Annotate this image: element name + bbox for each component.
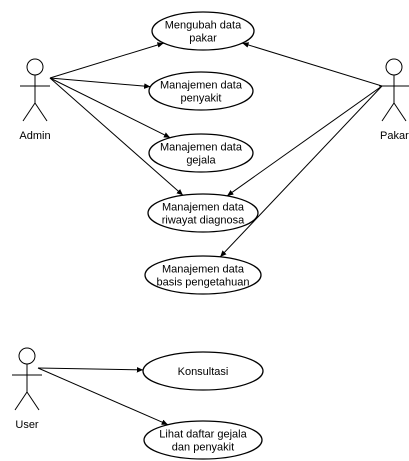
actor-admin-figure [20,58,50,122]
use-case-ellipse [142,351,264,391]
use-case-label: Manajemen data [162,264,245,276]
use-case-konsultasi[interactable]: Konsultasi [142,351,264,391]
actor-pakar[interactable]: Pakar [379,58,409,142]
actor-user-label: User [15,419,39,431]
use-case-label: Lihat daftar gejala [159,429,247,441]
association-admin-to-mengubah-data-pakar [49,42,164,79]
use-case-label: Mengubah data [165,20,242,32]
use-case-ellipse [143,420,263,460]
use-case-label: dan penyakit [172,442,234,454]
actor-user-figure [12,347,42,411]
actor-admin-label: Admin [19,130,50,142]
association-admin-to-manajemen-data-penyakit [49,77,151,89]
actor-pakar-label: Pakar [380,130,409,142]
association-user-to-lihat-daftar-gejala-dan-penyakit [37,367,169,426]
actor-admin[interactable]: Admin [19,58,51,142]
use-case-ellipse [151,11,255,51]
association-pakar-to-mengubah-data-pakar [242,42,383,87]
use-case-ellipse [148,133,254,173]
actor-user[interactable]: User [12,347,42,431]
use-case-ellipse [144,255,262,295]
use-case-label: Manajemen data [160,80,243,92]
use-case-label: Manajemen data [160,142,243,154]
use-case-label: Konsultasi [178,366,229,378]
use-case-label: gejala [186,155,216,167]
association-admin-to-manajemen-data-gejala [49,77,171,139]
association-admin-to-manajemen-data-riwayat-diagnosa [49,77,184,196]
use-case-label: penyakit [181,93,222,105]
association-pakar-to-manajemen-data-basis-pengetahuan [219,85,383,258]
use-case-label: basis pengetahuan [157,277,250,289]
associations [37,42,383,426]
use-case-label: Manajemen data [162,202,245,214]
use-case-label: riwayat diagnosa [162,215,245,227]
association-user-to-konsultasi [37,366,144,373]
actor-pakar-figure [379,58,409,122]
use-case-label: pakar [189,33,217,45]
use-case-ellipse [148,71,254,111]
association-pakar-to-manajemen-data-riwayat-diagnosa [226,85,383,197]
use-case-ellipse [147,193,259,233]
